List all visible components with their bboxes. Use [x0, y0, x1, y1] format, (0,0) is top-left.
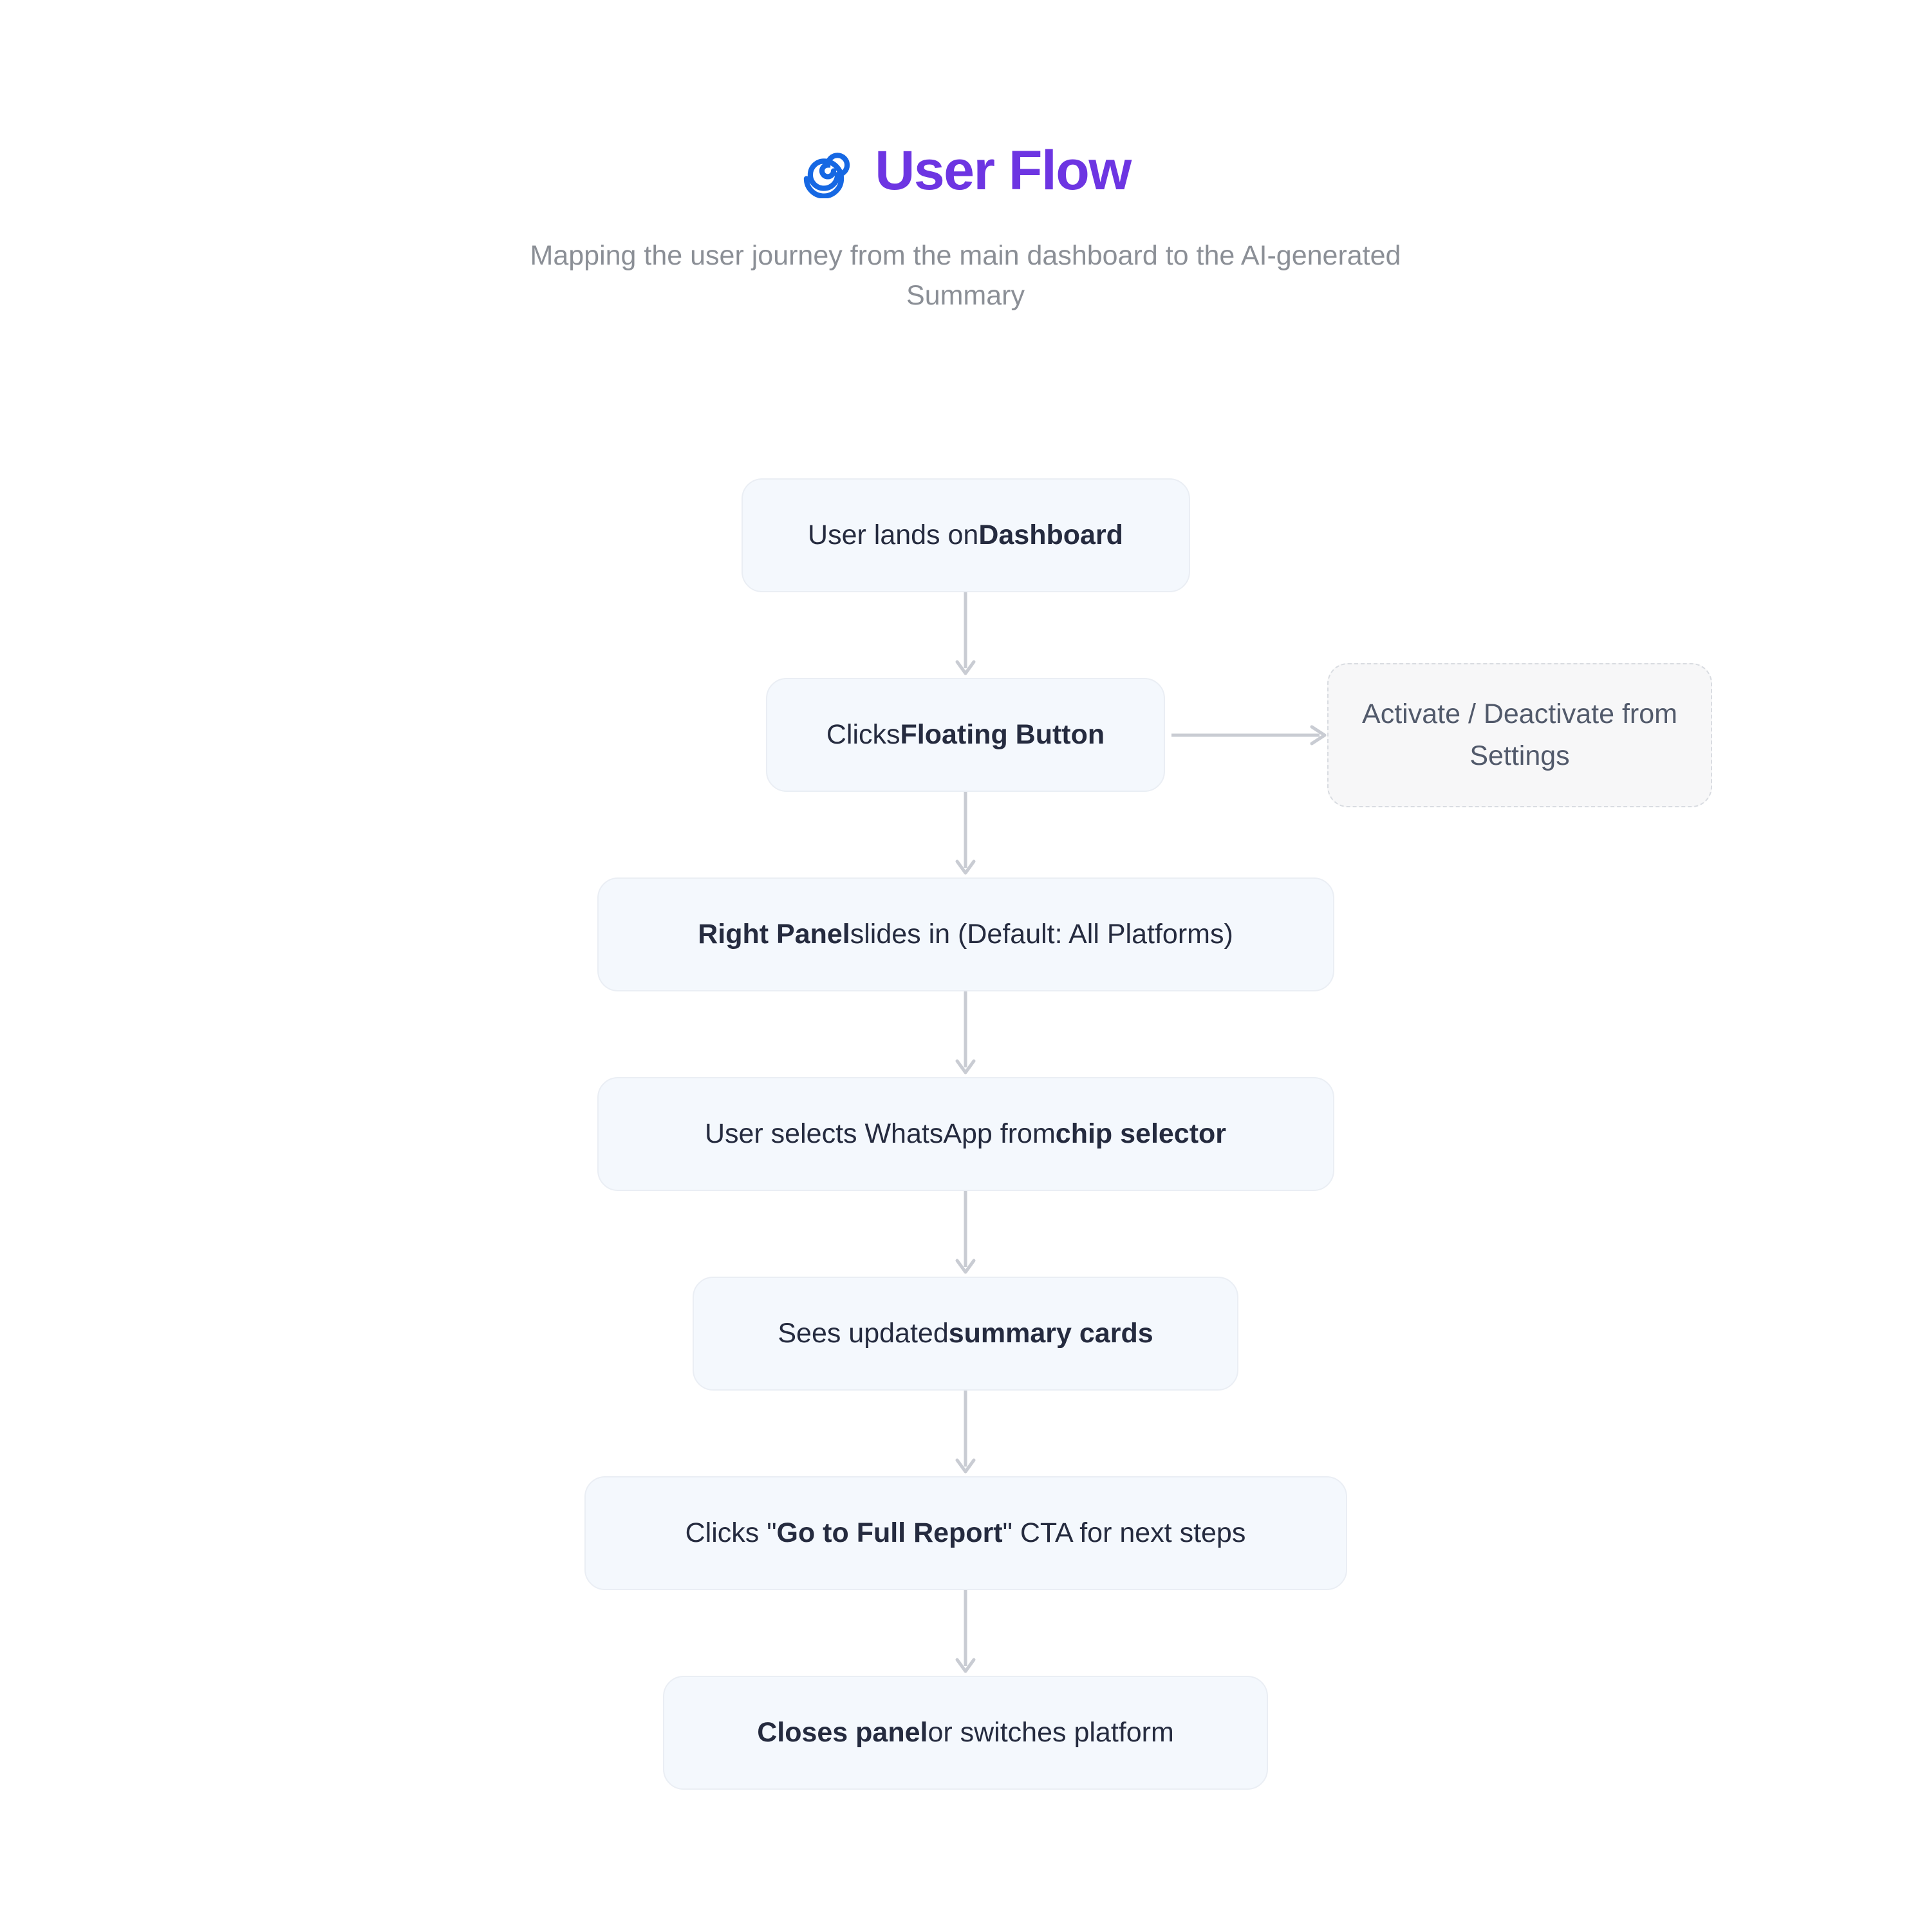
- flow-row-1: User lands on Dashboard: [0, 478, 1931, 592]
- flow-node-chip-selector[interactable]: User selects WhatsApp from chip selector: [597, 1077, 1334, 1191]
- flow-row-7: Closes panel or switches platform: [0, 1676, 1931, 1790]
- node-text-strong: summary cards: [948, 1318, 1153, 1349]
- node-text-prefix: Sees updated: [778, 1318, 949, 1349]
- branch-node-holder: Activate / Deactivate from Settings: [1327, 662, 1712, 807]
- flow-node-right-panel[interactable]: Right Panel slides in (Default: All Plat…: [597, 877, 1334, 991]
- flow-node-summary-cards[interactable]: Sees updated summary cards: [693, 1277, 1238, 1391]
- flow-node-full-report-cta[interactable]: Clicks "Go to Full Report" CTA for next …: [584, 1476, 1347, 1590]
- node-text-prefix: User lands on: [808, 520, 979, 551]
- node-text-suffix: " CTA for next steps: [1002, 1517, 1246, 1549]
- branch-node-label: Activate / Deactivate from Settings: [1362, 699, 1677, 771]
- flow-node-closes-panel[interactable]: Closes panel or switches platform: [663, 1676, 1268, 1790]
- connector-summary-cards-to-full-report: [0, 1391, 1931, 1476]
- flow-row-4: User selects WhatsApp from chip selector: [0, 1077, 1931, 1191]
- flow-row-3: Right Panel slides in (Default: All Plat…: [0, 877, 1931, 991]
- connector-floating-button-to-settings: [1171, 725, 1327, 745]
- node-text-prefix: Clicks ": [685, 1517, 777, 1549]
- node-text-strong: Dashboard: [978, 520, 1123, 551]
- node-text-strong: Floating Button: [900, 719, 1105, 751]
- flow-node-settings-toggle[interactable]: Activate / Deactivate from Settings: [1327, 662, 1712, 807]
- flow-node-dashboard[interactable]: User lands on Dashboard: [741, 478, 1190, 592]
- page-subtitle: Mapping the user journey from the main d…: [530, 240, 1401, 312]
- spiral-icon: [804, 153, 850, 198]
- node-text-strong: Right Panel: [698, 919, 850, 950]
- flow-node-floating-button[interactable]: Clicks Floating Button: [766, 678, 1165, 792]
- connector-full-report-to-closes-panel: [0, 1590, 1931, 1676]
- node-text-prefix: User selects WhatsApp from: [704, 1118, 1056, 1150]
- connector-right-panel-to-chip-selector: [0, 991, 1931, 1077]
- flow-chart: User lands on Dashboard Clicks Floating …: [0, 478, 1931, 1790]
- node-text-strong: Closes panel: [757, 1717, 928, 1749]
- title-row: User Flow: [0, 143, 1931, 198]
- connector-chip-selector-to-summary-cards: [0, 1191, 1931, 1277]
- connector-floating-button-to-right-panel: [0, 792, 1931, 877]
- page-title: User Flow: [875, 140, 1132, 202]
- flow-row-2: Clicks Floating Button Activate / Deacti…: [0, 662, 1931, 807]
- node-text-suffix: or switches platform: [928, 1717, 1174, 1749]
- node-text-strong: Go to Full Report: [776, 1517, 1003, 1549]
- node-text-suffix: slides in (Default: All Platforms): [850, 919, 1233, 950]
- flow-row-6: Clicks "Go to Full Report" CTA for next …: [0, 1476, 1931, 1590]
- node-text-strong: chip selector: [1055, 1118, 1227, 1150]
- connector-dashboard-to-floating-button: [0, 592, 1931, 678]
- page-header: User Flow Mapping the user journey from …: [0, 143, 1931, 316]
- flow-row-5: Sees updated summary cards: [0, 1277, 1931, 1391]
- node-text-prefix: Clicks: [826, 719, 900, 751]
